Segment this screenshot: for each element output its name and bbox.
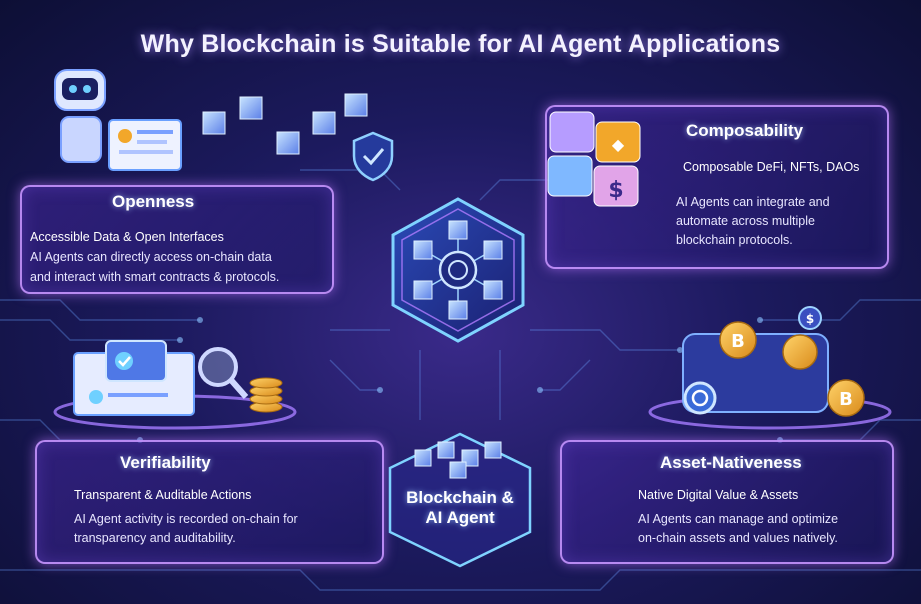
robot-icon	[54, 69, 182, 171]
shield-check-icon	[352, 131, 394, 182]
composability-desc-line-2: automate across multiple	[676, 214, 815, 228]
bitcoin-symbol-2: B	[839, 389, 853, 410]
openness-desc-line-2: and interact with smart contracts & prot…	[30, 270, 280, 284]
composability-heading: Composability	[686, 121, 804, 140]
verifiability-panel	[35, 440, 384, 564]
page-title: Why Blockchain is Suitable for AI Agent …	[140, 30, 781, 58]
wallet-coins-icon: B B $	[682, 306, 865, 417]
central-blockchain-hexagon	[391, 197, 525, 343]
asset-nativeness-desc-line-2: on-chain assets and values natively.	[638, 531, 838, 545]
center-label: Blockchain & AI Agent	[395, 488, 525, 528]
verifiability-subheading: Transparent & Auditable Actions	[74, 488, 252, 502]
asset-nativeness-desc-line-1: AI Agents can manage and optimize	[638, 512, 839, 526]
composability-desc-line-3: blockchain protocols.	[676, 233, 793, 247]
composability-subheading: Composable DeFi, NFTs, DAOs	[683, 160, 860, 174]
verifiability-heading: Verifiability	[120, 453, 211, 472]
center-label-line-1: Blockchain &	[406, 488, 514, 507]
block-chain-icon	[202, 93, 368, 155]
openness-heading: Openness	[112, 192, 195, 211]
verifiability-desc-line-2: transparency and auditability.	[74, 531, 236, 545]
asset-nativeness-panel	[560, 440, 894, 564]
bottom-hexagon	[388, 432, 532, 568]
openness-subheading: Accessible Data & Open Interfaces	[30, 230, 224, 244]
puzzle-pieces-icon: $ ◆	[547, 111, 641, 207]
dollar-symbol: $	[608, 178, 623, 203]
bitcoin-symbol-1: B	[731, 331, 745, 352]
verification-dashboard-icon	[73, 340, 283, 416]
asset-nativeness-heading: Asset-Nativeness	[660, 453, 802, 472]
wallet-dollar-symbol: $	[806, 312, 814, 326]
ethereum-symbol: ◆	[612, 135, 625, 154]
asset-nativeness-subheading: Native Digital Value & Assets	[638, 488, 799, 502]
composability-desc-line-1: AI Agents can integrate and	[676, 195, 830, 209]
center-label-line-2: AI Agent	[425, 508, 495, 527]
openness-desc-line-1: AI Agents can directly access on-chain d…	[30, 250, 272, 264]
openness-panel	[20, 185, 334, 294]
verifiability-desc-line-1: AI Agent activity is recorded on-chain f…	[74, 512, 298, 526]
